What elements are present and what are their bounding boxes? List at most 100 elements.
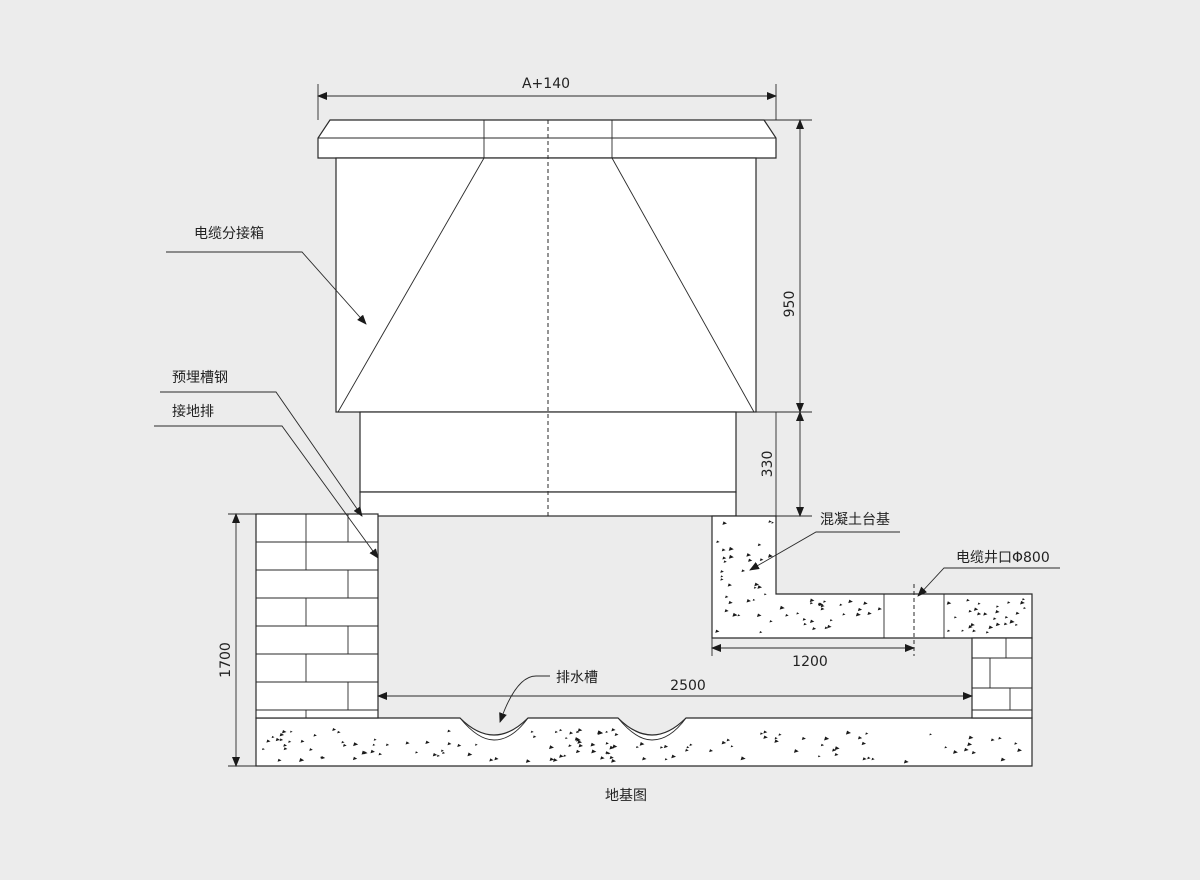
concrete-speck <box>977 602 981 605</box>
concrete-speck <box>862 757 867 761</box>
concrete-speck <box>559 729 563 732</box>
concrete-speck <box>769 620 773 623</box>
left-brick-wall <box>255 513 379 719</box>
concrete-speck <box>990 738 995 742</box>
concrete-speck <box>447 729 451 733</box>
concrete-speck <box>812 627 817 631</box>
concrete-speck <box>664 758 668 761</box>
concrete-speck <box>642 757 647 761</box>
concrete-speck <box>1022 598 1025 601</box>
concrete-speck <box>578 743 583 748</box>
concrete-speck <box>809 601 814 605</box>
concrete-speck <box>768 520 772 523</box>
concrete-speck <box>827 624 832 629</box>
concrete-speck <box>968 609 972 613</box>
concrete-speck <box>277 758 282 762</box>
concrete-speck <box>985 631 989 634</box>
concrete-speck <box>577 728 583 732</box>
concrete-speck <box>299 758 305 762</box>
concrete-speck <box>289 730 293 733</box>
dim-total-depth-text: 1700 <box>218 642 234 678</box>
concrete-speck <box>554 730 558 734</box>
concrete-speck <box>763 730 768 734</box>
concrete-speck <box>320 756 324 759</box>
concrete-speck <box>447 742 452 746</box>
concrete-speck <box>723 560 727 563</box>
concrete-speck <box>820 607 825 611</box>
concrete-speck <box>709 749 714 753</box>
box-body <box>335 157 757 413</box>
concrete-speck <box>611 758 617 763</box>
concrete-speck <box>342 743 347 747</box>
concrete-speck <box>568 744 572 747</box>
concrete-speck <box>341 740 345 744</box>
label-cable-well: 电缆井口Φ800 <box>956 550 1050 566</box>
concrete-speck <box>559 754 564 758</box>
concrete-speck <box>605 751 609 754</box>
concrete-speck <box>730 745 734 748</box>
diagram-caption: 地基图 <box>605 787 647 804</box>
concrete-speck <box>809 598 815 603</box>
concrete-speck <box>867 611 872 616</box>
concrete-speck <box>636 745 639 749</box>
concrete-speck <box>721 740 727 745</box>
concrete-speck <box>946 601 952 605</box>
concrete-speck <box>1004 616 1009 619</box>
concrete-speck <box>746 599 751 603</box>
label-cable-box: 电缆分接箱 <box>194 225 264 242</box>
concrete-speck <box>824 736 830 741</box>
concrete-speck <box>577 740 583 744</box>
concrete-speck <box>715 629 720 633</box>
concrete-speck <box>753 586 757 589</box>
concrete-speck <box>549 745 554 750</box>
concrete-speck <box>971 750 977 755</box>
concrete-speck <box>961 629 965 632</box>
concrete-speck <box>778 733 782 736</box>
concrete-speck <box>793 749 799 753</box>
callout-cable-box: 电缆分接箱 <box>166 225 367 325</box>
dim-total-depth: 1700 <box>218 513 256 767</box>
concrete-speck <box>474 743 478 746</box>
concrete-speck <box>1014 623 1018 626</box>
concrete-speck <box>757 585 763 589</box>
concrete-speck <box>810 619 815 623</box>
concrete-speck <box>995 610 1000 614</box>
dim-well-offset-text: 1200 <box>792 654 828 670</box>
concrete-speck <box>759 631 763 634</box>
concrete-speck <box>756 613 762 618</box>
concrete-speck <box>721 548 726 552</box>
dim-box-height-text: 950 <box>782 291 798 318</box>
concrete-speck <box>262 747 265 751</box>
callout-ground-bar: 接地排 <box>154 403 379 559</box>
concrete-speck <box>829 619 833 622</box>
callout-drain: 排水槽 <box>499 670 598 723</box>
dim-top-width-text: A+140 <box>522 76 570 92</box>
concrete-speck <box>671 754 677 759</box>
callout-concrete-base: 混凝土台基 <box>749 511 900 571</box>
concrete-speck <box>1003 622 1008 626</box>
concrete-speck <box>903 759 909 764</box>
concrete-speck <box>1018 749 1022 752</box>
concrete-speck <box>283 743 288 747</box>
concrete-speck <box>732 612 738 617</box>
concrete-speck <box>785 613 789 617</box>
concrete-speck <box>685 748 689 752</box>
concrete-speck <box>944 746 948 749</box>
concrete-speck <box>796 612 800 615</box>
cable-distribution-box <box>317 119 777 517</box>
concrete-speck <box>845 730 852 735</box>
concrete-speck <box>530 730 534 733</box>
dim-base-height: 330 <box>736 411 812 517</box>
dim-base-height-text: 330 <box>760 451 776 478</box>
concrete-speck <box>612 744 618 749</box>
concrete-speck <box>817 755 821 758</box>
concrete-speck <box>440 749 444 752</box>
concrete-speck <box>741 569 746 573</box>
label-channel-steel: 预埋槽钢 <box>172 370 228 386</box>
concrete-speck <box>774 736 778 740</box>
concrete-speck <box>720 570 724 573</box>
concrete-speck <box>737 614 741 617</box>
concrete-speck <box>953 750 958 754</box>
concrete-speck <box>575 749 581 754</box>
